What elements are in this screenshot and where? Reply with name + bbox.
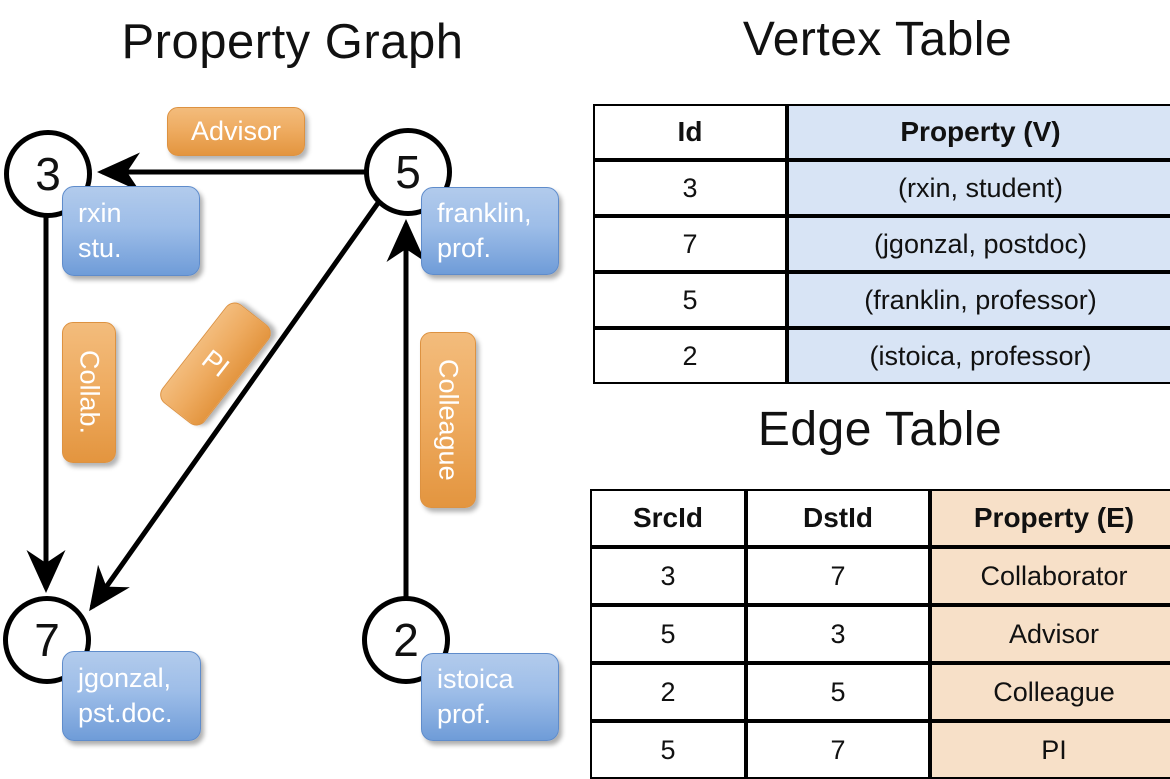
vertex-property-box-3[interactable]: rxin stu. (62, 186, 200, 276)
edge-cell-property: PI (930, 721, 1170, 779)
vertex-property-line-1: jgonzal, (78, 663, 172, 694)
vertex-property-box-7[interactable]: jgonzal, pst.doc. (62, 651, 201, 741)
table-row[interactable]: 2 (istoica, professor) (593, 328, 1170, 384)
property-graph-diagram: 3 5 7 2 rxin stu. franklin, prof. jgonza… (0, 0, 585, 760)
edge-table-header-property: Property (E) (930, 489, 1170, 547)
vertex-property-line-1: istoica (437, 664, 514, 695)
edge-cell-srcid: 3 (590, 547, 746, 605)
vertex-cell-id: 2 (593, 328, 787, 384)
table-row[interactable]: 2 5 Colleague (590, 663, 1170, 721)
table-row[interactable]: 3 (rxin, student) (593, 160, 1170, 216)
graph-edges-layer (26, 152, 426, 612)
edge-label-colleague-text: Colleague (433, 359, 464, 481)
edge-label-advisor[interactable]: Advisor (167, 107, 305, 156)
vertex-property-box-2[interactable]: istoica prof. (421, 653, 559, 741)
edge-cell-property: Advisor (930, 605, 1170, 663)
vertex-cell-property: (rxin, student) (787, 160, 1170, 216)
graph-node-7-id: 7 (34, 614, 60, 666)
edge-cell-dstid: 5 (746, 663, 930, 721)
table-row[interactable]: 7 (jgonzal, postdoc) (593, 216, 1170, 272)
vertex-property-line-2: prof. (437, 699, 492, 729)
edge-label-pi-text: PI (196, 343, 236, 384)
vertex-table-header-property: Property (V) (787, 104, 1170, 160)
graph-node-2[interactable]: 2 (362, 596, 450, 684)
edge-cell-dstid: 7 (746, 547, 930, 605)
vertex-table-header-id: Id (593, 104, 787, 160)
table-row[interactable]: 5 (franklin, professor) (593, 272, 1170, 328)
vertex-property-line-2: prof. (437, 233, 492, 263)
edge-5-to-7 (89, 201, 381, 612)
graph-node-5-id: 5 (395, 146, 421, 198)
vertex-property-line-2: pst.doc. (78, 698, 173, 728)
vertex-cell-property: (franklin, professor) (787, 272, 1170, 328)
edge-cell-srcid: 2 (590, 663, 746, 721)
vertex-cell-property: (istoica, professor) (787, 328, 1170, 384)
vertex-cell-id: 5 (593, 272, 787, 328)
table-row[interactable]: 5 7 PI (590, 721, 1170, 779)
edge-table-header-row: SrcId DstId Property (E) (590, 489, 1170, 547)
vertex-table: Id Property (V) 3 (rxin, student) 7 (jgo… (593, 104, 1170, 384)
vertex-cell-id: 3 (593, 160, 787, 216)
edge-cell-dstid: 3 (746, 605, 930, 663)
edge-label-collab[interactable]: Collab. (62, 322, 116, 463)
graph-node-2-id: 2 (393, 614, 419, 666)
edge-label-advisor-text: Advisor (190, 116, 282, 146)
page-title-vertex-table: Vertex Table (742, 13, 1013, 66)
edge-cell-dstid: 7 (746, 721, 930, 779)
edge-label-colleague[interactable]: Colleague (420, 332, 476, 508)
vertex-property-line-2: stu. (78, 233, 122, 263)
graph-node-3-id: 3 (35, 148, 61, 200)
edge-cell-property: Collaborator (930, 547, 1170, 605)
graph-node-5[interactable]: 5 (364, 128, 452, 216)
edge-table-header-dstid: DstId (746, 489, 930, 547)
vertex-property-line-1: rxin (78, 198, 122, 229)
vertex-property-box-5[interactable]: franklin, prof. (421, 187, 559, 275)
table-row[interactable]: 5 3 Advisor (590, 605, 1170, 663)
vertex-cell-property: (jgonzal, postdoc) (787, 216, 1170, 272)
vertex-cell-id: 7 (593, 216, 787, 272)
edge-cell-srcid: 5 (590, 721, 746, 779)
page-title-property-graph: Property Graph (121, 15, 464, 69)
vertex-property-line-1: franklin, (437, 198, 532, 229)
edge-cell-srcid: 5 (590, 605, 746, 663)
table-row[interactable]: 3 7 Collaborator (590, 547, 1170, 605)
edge-label-collab-text: Collab. (74, 350, 105, 435)
page-title-edge-table: Edge Table (757, 403, 1003, 456)
edge-table-header-srcid: SrcId (590, 489, 746, 547)
edge-table: SrcId DstId Property (E) 3 7 Collaborato… (590, 489, 1170, 779)
vertex-table-header-row: Id Property (V) (593, 104, 1170, 160)
edge-cell-property: Colleague (930, 663, 1170, 721)
